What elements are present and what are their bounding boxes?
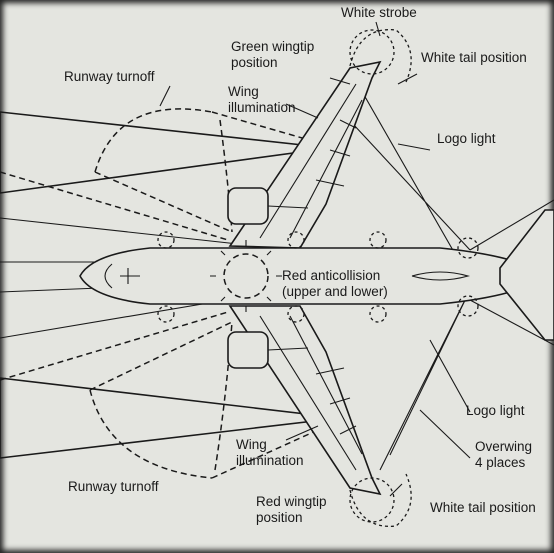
engines bbox=[227, 187, 309, 369]
logo-light-bottom-label: Logo light bbox=[466, 403, 525, 418]
red-wingtip-position-label: Red wingtip position bbox=[256, 494, 327, 525]
wing-illumination-top-label: Wing illumination bbox=[228, 84, 296, 115]
white-strobe-label: White strobe bbox=[341, 5, 417, 20]
logo-light-beams bbox=[339, 87, 554, 471]
white-tail-position-top-label: White tail position bbox=[421, 50, 527, 65]
runway-turnoff-beam-top bbox=[0, 108, 331, 233]
white-tail-position-bottom-label: White tail position bbox=[430, 500, 536, 515]
anticollision-light bbox=[210, 240, 282, 312]
tip-lights bbox=[157, 29, 479, 523]
overwing-label: Overwing 4 places bbox=[475, 439, 533, 470]
runway-turnoff-beam-bottom bbox=[0, 321, 341, 479]
red-anticollision-label: Red anticollision (upper and lower) bbox=[282, 268, 388, 299]
horizontal-stabilizer bbox=[499, 209, 554, 341]
wing-illumination-bottom-label: Wing illumination bbox=[236, 437, 304, 468]
runway-turnoff-bottom-label: Runway turnoff bbox=[68, 479, 159, 494]
logo-light-top-label: Logo light bbox=[437, 131, 496, 146]
leader-lines bbox=[159, 21, 471, 497]
runway-turnoff-top-label: Runway turnoff bbox=[64, 69, 155, 84]
green-wingtip-position-label: Green wingtip position bbox=[231, 39, 315, 70]
